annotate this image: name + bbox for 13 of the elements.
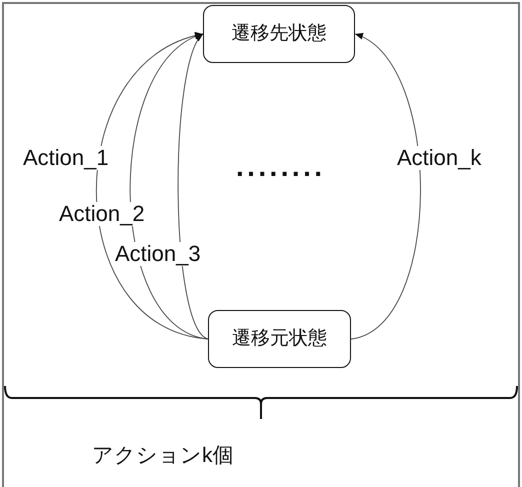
state-box [208, 310, 351, 368]
state-box [203, 5, 355, 63]
count-label: アクションk個 [92, 443, 234, 468]
ellipsis-dots: ........ [236, 150, 326, 184]
edge-label: Action_2 [58, 202, 146, 226]
edge-label: Action_k [396, 146, 482, 170]
edge-label: Action_1 [22, 146, 110, 170]
edge-label: Action_3 [114, 242, 202, 266]
state-label: 遷移元状態 [232, 328, 327, 350]
curved-arrow [178, 34, 208, 340]
curved-arrow [96, 33, 208, 340]
curved-arrow [350, 34, 421, 340]
state-label: 遷移先状態 [232, 22, 326, 46]
